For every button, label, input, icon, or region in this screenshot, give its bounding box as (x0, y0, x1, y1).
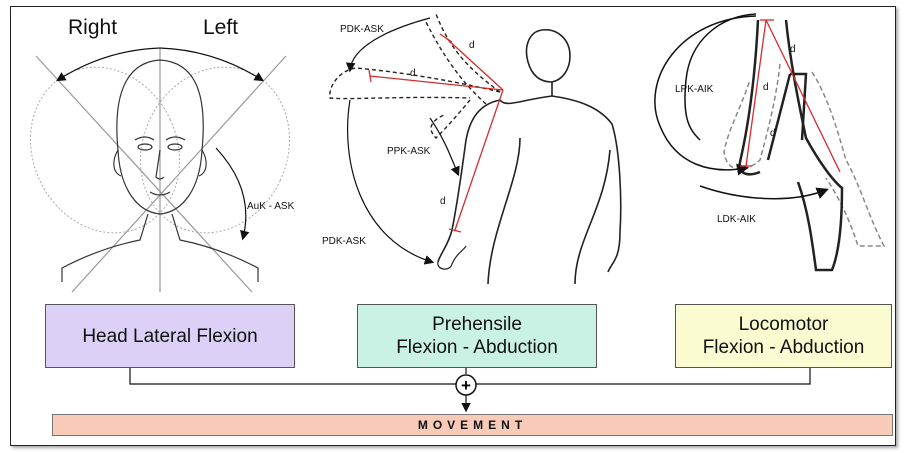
head-illustration (4, 43, 316, 292)
ppk-ask-label: PPK-ASK (387, 146, 430, 157)
prehensile-d-label-1: d (469, 40, 475, 51)
prehensile-d-label-2: d (410, 68, 416, 79)
head-lateral-flexion-box: Head Lateral Flexion (45, 304, 295, 368)
prehensile-subtitle: Flexion - Abduction (396, 336, 558, 359)
locomotor-d-label-2: d (763, 82, 769, 93)
prehensile-box: Prehensile Flexion - Abduction (357, 304, 597, 368)
left-label: Left (203, 16, 238, 40)
ldk-aik-label: LDK-AIK (717, 214, 756, 225)
prehensile-title: Prehensile (432, 313, 522, 336)
pdk-ask-upper-label: PDK-ASK (340, 24, 384, 35)
prehensile-d-label-3: d (440, 196, 446, 207)
arm-illustration (330, 14, 621, 284)
lpk-aik-label: LPK-AIK (675, 84, 713, 95)
locomotor-title: Locomotor (739, 313, 829, 336)
auk-ask-label: AuK - ASK (247, 201, 294, 212)
right-label: Right (68, 16, 117, 40)
locomotor-d-label-1: d (790, 44, 796, 55)
combine-symbol: + (461, 376, 471, 395)
locomotor-subtitle: Flexion - Abduction (703, 336, 865, 359)
leg-illustration (655, 14, 884, 270)
pdk-ask-lower-label: PDK-ASK (322, 236, 366, 247)
locomotor-d-label-3: d (770, 128, 776, 139)
movement-label: MOVEMENT (418, 418, 527, 432)
movement-bar: MOVEMENT (52, 414, 893, 436)
locomotor-box: Locomotor Flexion - Abduction (675, 304, 892, 368)
head-lateral-flexion-label: Head Lateral Flexion (82, 325, 257, 348)
